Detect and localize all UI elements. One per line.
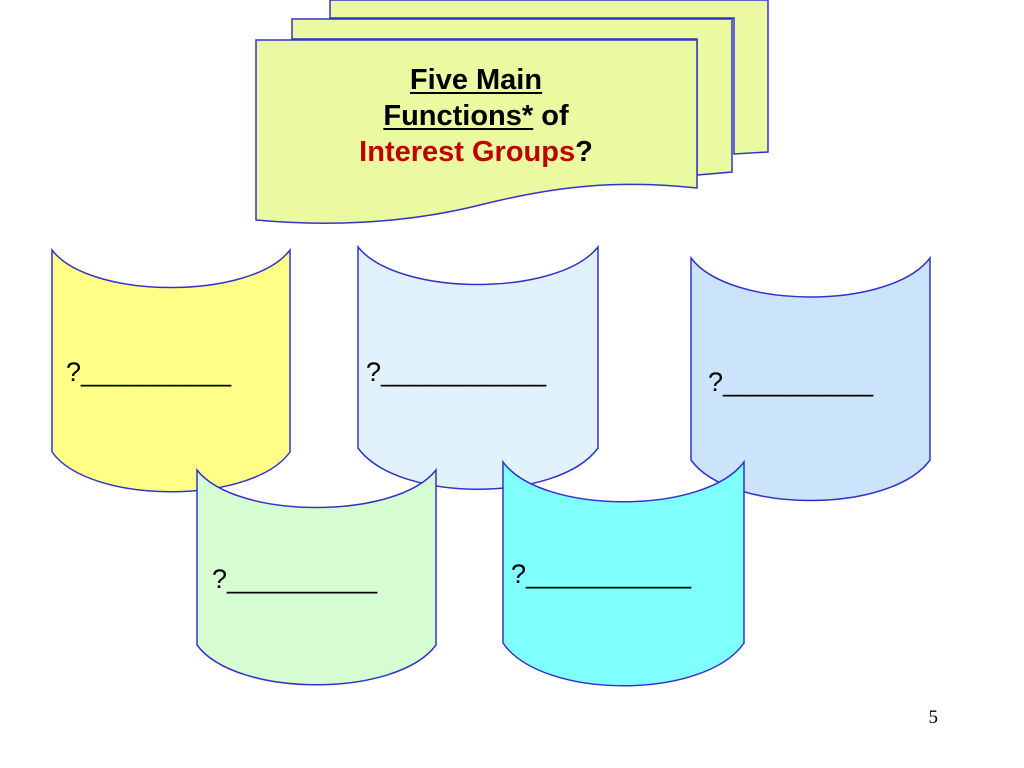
title-line-1: Five Main (256, 62, 696, 98)
diagram-title: Five Main Functions* of Interest Groups? (256, 62, 696, 170)
blank-function-1: ?__________ (66, 357, 232, 387)
title-line-3: Interest Groups? (256, 134, 696, 170)
blank-function-4: ?__________ (212, 564, 378, 594)
cylinder-blue (690, 255, 931, 502)
document-sheet-front (255, 39, 698, 224)
cylinder-light-blue (357, 244, 599, 490)
cylinder-green (196, 467, 437, 686)
page-number: 5 (928, 707, 939, 728)
title-interest-groups: Interest Groups (359, 136, 576, 168)
title-functions: Functions* (383, 100, 534, 132)
blank-function-3: ?__________ (708, 367, 874, 397)
title-line-2: Functions* of (256, 98, 696, 134)
title-document-stack (255, 0, 769, 224)
cylinder-yellow (51, 247, 291, 493)
title-five-main: Five Main (409, 64, 543, 96)
cylinder-cyan (502, 459, 745, 687)
title-of: of (533, 100, 569, 132)
title-question-mark: ? (575, 136, 593, 168)
blank-function-2: ?___________ (366, 357, 547, 387)
document-sheet-back (329, 0, 769, 155)
blank-function-5: ?___________ (511, 559, 692, 589)
